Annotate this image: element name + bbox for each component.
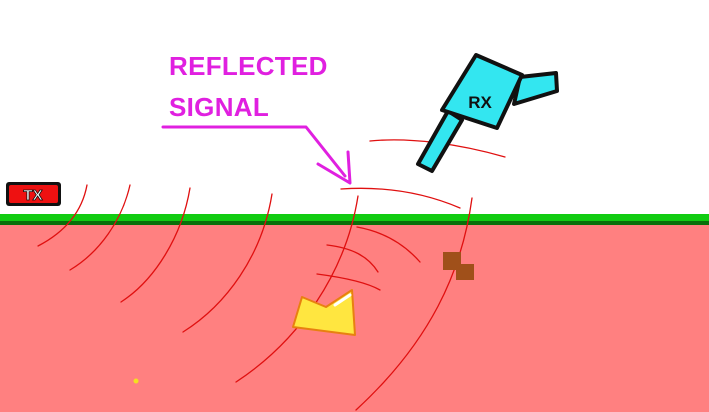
- wavefront-6: [355, 197, 473, 411]
- wavefront-2: [69, 184, 131, 271]
- receiver-handle: [512, 71, 559, 106]
- reflected-signal-arrow: [161, 125, 352, 185]
- wavefront-1: [37, 184, 88, 247]
- arrow-shaft: [161, 125, 347, 178]
- buried-yellow-object-icon: [292, 289, 356, 336]
- arrow-head: [316, 150, 352, 185]
- wavefront-4: [182, 193, 273, 333]
- receiver-label: RX: [468, 93, 492, 112]
- reflection-curve-2: [340, 187, 461, 209]
- transmitted-wavefronts: [37, 184, 473, 411]
- wavefront-5: [235, 195, 359, 383]
- caption-line-reflected: REFLECTED: [169, 51, 328, 81]
- caption-line-signal: SIGNAL: [169, 92, 270, 122]
- yellow-particle: [133, 378, 139, 384]
- transmitter-box-icon: TX: [6, 182, 61, 206]
- reflection-curve-4: [326, 244, 379, 273]
- ground-surface-line: [0, 214, 709, 221]
- reflection-curve-5: [316, 273, 381, 291]
- receiver-detector-icon: RX: [416, 53, 559, 173]
- transmitter-label: TX: [23, 187, 42, 204]
- buried-brown-object-icon: [443, 252, 474, 280]
- ground-surface-shadow: [0, 221, 709, 225]
- wavefront-3: [120, 187, 191, 303]
- receiver-head: [440, 53, 524, 130]
- reflection-curve-3: [356, 226, 421, 263]
